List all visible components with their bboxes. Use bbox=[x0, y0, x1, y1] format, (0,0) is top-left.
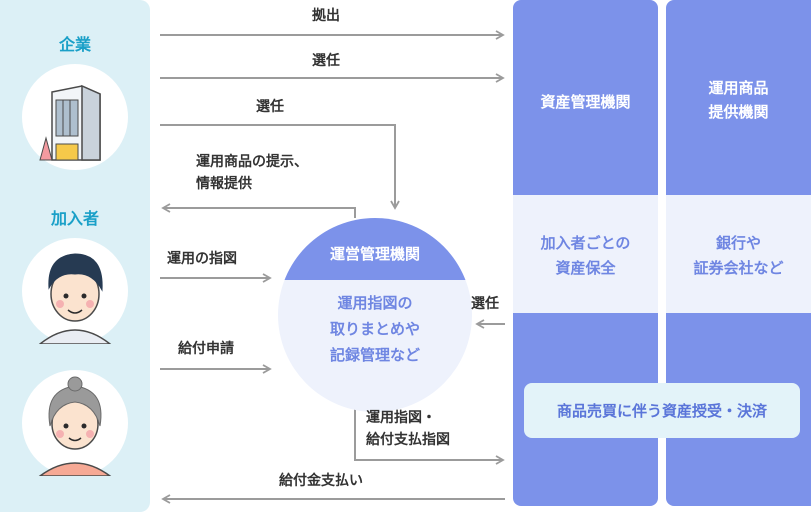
asset-manager-title: 資産管理機関 bbox=[540, 93, 631, 111]
appoint-asset-label: 選任 bbox=[312, 53, 340, 69]
operator-circle: 運営管理機関 運用指図の 取りまとめや 記録管理など bbox=[278, 218, 472, 412]
company-avatar bbox=[22, 64, 128, 170]
instructions-arrow bbox=[354, 405, 505, 465]
present-products-label: 運用商品の提示、 情報提供 bbox=[196, 154, 308, 192]
product-provider-band bbox=[666, 195, 811, 313]
member-label: 加入者 bbox=[50, 209, 99, 228]
woman-icon bbox=[37, 376, 113, 477]
instructions-label: 運用指図・ 給付支払指図 bbox=[366, 410, 450, 448]
appoint-operator-label: 選任 bbox=[256, 99, 284, 115]
member-male-avatar bbox=[22, 238, 128, 345]
investment-instruction-label: 運用の指図 bbox=[167, 251, 237, 267]
asset-manager-band bbox=[513, 195, 658, 313]
man-icon bbox=[37, 253, 113, 345]
appoint-from-asset-label: 選任 bbox=[471, 296, 499, 312]
product-provider-title: 運用商品 提供機関 bbox=[708, 79, 769, 121]
contribution-label: 拠出 bbox=[312, 8, 340, 24]
operator-title: 運営管理機関 bbox=[278, 218, 472, 280]
benefit-payment-label: 給付金支払い bbox=[279, 473, 363, 489]
benefit-claim-label: 給付申請 bbox=[178, 341, 234, 357]
product-provider-role: 銀行や 証券会社など bbox=[693, 234, 784, 277]
appoint-operator-arrow bbox=[160, 124, 400, 210]
operator-role: 運用指図の 取りまとめや 記録管理など bbox=[329, 294, 420, 364]
building-icon bbox=[39, 84, 101, 161]
member-female-avatar bbox=[22, 370, 128, 477]
settlement-box: 商品売買に伴う資産授受・決済 bbox=[524, 383, 800, 438]
present-products-arrow bbox=[161, 203, 356, 218]
company-label: 企業 bbox=[58, 35, 91, 54]
asset-manager-role: 加入者ごとの 資産保全 bbox=[540, 234, 631, 277]
